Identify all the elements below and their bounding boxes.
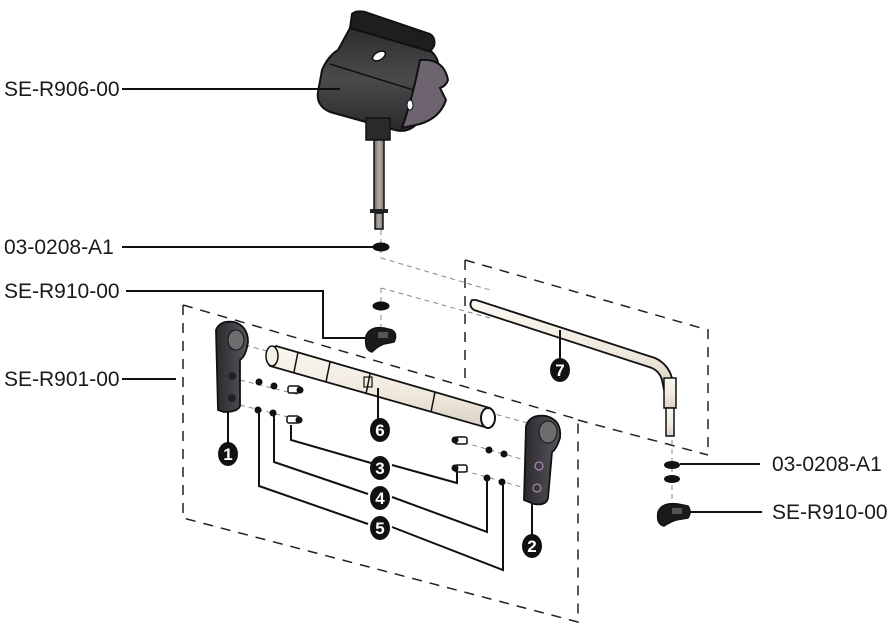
svg-text:1: 1 [223,445,232,464]
part-bolt-left-top[interactable] [287,385,304,394]
part-bolt-right-top[interactable] [451,436,468,445]
svg-text:7: 7 [555,361,564,380]
group-box-rod-7 [464,259,709,456]
callout-leaders [122,88,762,513]
part-bolt-right-bottom[interactable] [451,464,468,473]
part-washer-right-bottom[interactable] [498,478,506,486]
label-se-r906: SE-R906-00 [4,78,120,101]
part-washer-right-2[interactable] [664,475,680,483]
part-washer-right-1[interactable] [664,461,680,469]
part-tube-6[interactable] [265,345,496,430]
svg-text:5: 5 [375,519,384,538]
group-box-se-r901 [182,304,581,623]
part-washer-left-top[interactable] [270,382,278,390]
label-03-0208-a1-right: 03-0208-A1 [772,453,882,476]
label-se-r910-right: SE-R910-00 [772,501,888,524]
part-bolt-left-bottom[interactable] [286,415,303,424]
svg-text:3: 3 [375,459,384,478]
part-nut-right-top[interactable] [485,446,493,454]
label-03-0208-a1-top: 03-0208-A1 [4,236,114,259]
balloon-5: 5 [370,516,390,540]
part-nut-left-top[interactable] [255,378,263,386]
part-se-r906-housing[interactable] [316,10,450,230]
hardware-left [254,378,304,424]
part-rod-7[interactable] [469,299,677,437]
part-nut-right-bottom[interactable] [483,474,491,482]
label-se-r901: SE-R901-00 [4,368,120,391]
part-nut-left-bottom[interactable] [254,406,262,414]
part-arm-1[interactable] [215,320,249,413]
part-washer-mid[interactable] [372,301,390,311]
balloon-1: 1 [218,442,238,466]
part-se-r910-clip-right[interactable] [656,502,691,527]
part-washer-right-top[interactable] [500,450,508,458]
balloon-leaders [227,330,561,572]
hardware-right [451,436,508,486]
balloon-2: 2 [522,534,542,558]
balloon-3: 3 [370,456,390,480]
svg-text:6: 6 [375,421,384,440]
balloon-7: 7 [550,358,570,382]
label-se-r910-left: SE-R910-00 [4,280,120,303]
balloon-6: 6 [370,418,390,442]
part-washer-left-bottom[interactable] [269,409,277,417]
balloon-4: 4 [370,486,390,510]
part-arm-2[interactable] [523,414,562,506]
part-se-r910-clip-left[interactable] [364,326,397,353]
part-washer-top[interactable] [372,242,390,252]
svg-text:4: 4 [375,489,385,508]
svg-text:2: 2 [527,537,536,556]
